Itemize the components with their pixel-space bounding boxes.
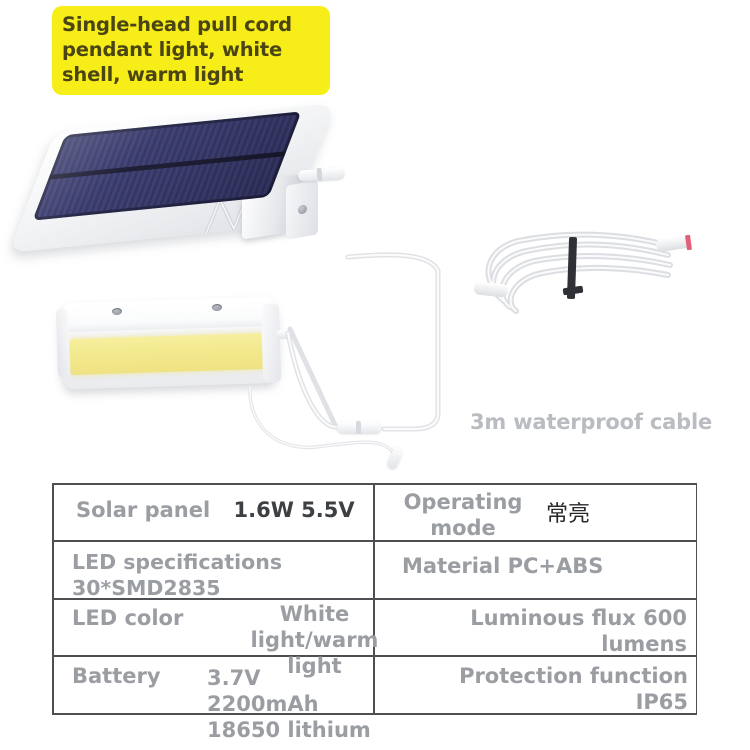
product-title-banner: Single-head pull cord pendant light, whi… [52,6,330,95]
table-border-top [52,483,697,485]
led-color-line2: light/warm [250,628,379,652]
spec-label-protection-function: Protection function [459,664,688,688]
spec-cell-operating-mode: Operating mode 常亮 [398,489,688,541]
spec-value-led-specifications: 30*SMD2835 [72,576,221,600]
coiled-extension-cable-image [470,215,720,325]
spec-value-luminous-flux: lumens [601,632,687,656]
led-color-line3: light [287,654,342,678]
lamp-left-endcap [55,307,71,379]
cable-caption-label: 3m waterproof cable [470,410,712,434]
battery-line3: 18650 lithium [207,718,371,742]
lamp-right-endcap [260,303,282,383]
spec-label-led-specifications: LED specifications [72,550,283,574]
spec-value-solar-panel: 1.6W 5.5V [233,498,355,522]
solar-panel-product-image [8,103,356,257]
specification-table: Solar panel 1.6W 5.5V Operating mode 常亮 … [52,483,697,742]
mode-label-line1: Operating [403,490,523,514]
led-color-line1: White [279,602,350,626]
spec-value-battery: 3.7V 2200mAh 18650 lithium [207,665,407,743]
spec-label-battery: Battery [72,664,161,688]
spec-cell-luminous-flux: Luminous flux 600 lumens [402,605,687,657]
spec-label-solar-panel: Solar panel [76,498,211,522]
spec-cell-solar-panel: Solar panel 1.6W 5.5V [76,497,366,523]
spec-label-led-color: LED color [72,606,184,630]
connector-ring [316,167,323,182]
spec-value-protection-function: IP65 [635,690,688,714]
battery-line2: 2200mAh [207,692,319,716]
spec-cell-battery: Battery 3.7V 2200mAh 18650 lithium [72,663,372,742]
table-row-divider [52,540,697,542]
spec-cell-led-color: LED color White light/warm light [72,602,378,678]
pull-cord-handle [386,445,404,471]
table-border-bottom [52,713,697,715]
product-photo-stage: 3m waterproof cable [0,95,750,471]
led-lamp-product-image [55,290,310,405]
spec-label-luminous-flux: Luminous flux 600 [470,606,687,630]
table-row-divider [52,598,697,600]
mode-label-line2: mode [430,516,496,540]
lamp-cable-outlet [275,329,293,340]
spec-cell-material: Material PC+ABS [402,553,692,579]
spec-cell-led-specifications: LED specifications 30*SMD2835 [72,549,367,601]
cob-led-strip [69,332,267,376]
inline-connector-ring [356,421,361,434]
battery-line1: 3.7V [207,666,261,690]
spec-label-operating-mode: Operating mode [398,489,528,541]
spec-label-material: Material PC+ABS [402,554,604,578]
table-row-divider [52,655,697,657]
spec-value-operating-mode: 常亮 [546,502,591,527]
spec-value-led-color: White light/warm light [227,601,402,679]
spec-cell-protection-function: Protection function IP65 [398,663,688,715]
